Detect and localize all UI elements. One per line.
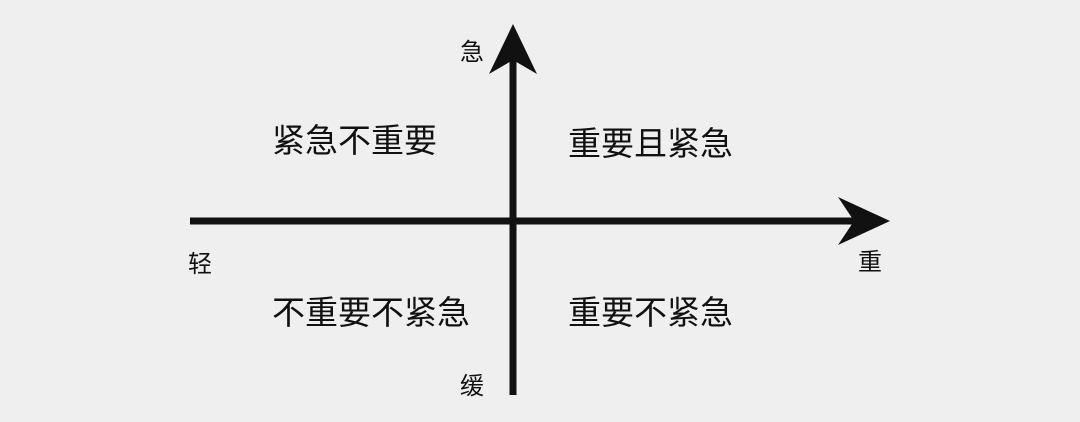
right-arrowhead: [838, 197, 890, 245]
quadrant-bottom-right: 重要不紧急: [568, 293, 733, 332]
quadrant-bottom-left: 不重要不紧急: [272, 293, 470, 332]
quadrant-top-right: 重要且紧急: [568, 124, 733, 163]
axis-label-heavy: 重: [858, 248, 882, 276]
up-arrowhead: [489, 24, 537, 74]
axis-label-light: 轻: [188, 250, 212, 278]
axis-label-urgent: 急: [460, 38, 484, 66]
quadrant-top-left: 紧急不重要: [272, 121, 437, 160]
axis-label-slow: 缓: [460, 372, 484, 400]
